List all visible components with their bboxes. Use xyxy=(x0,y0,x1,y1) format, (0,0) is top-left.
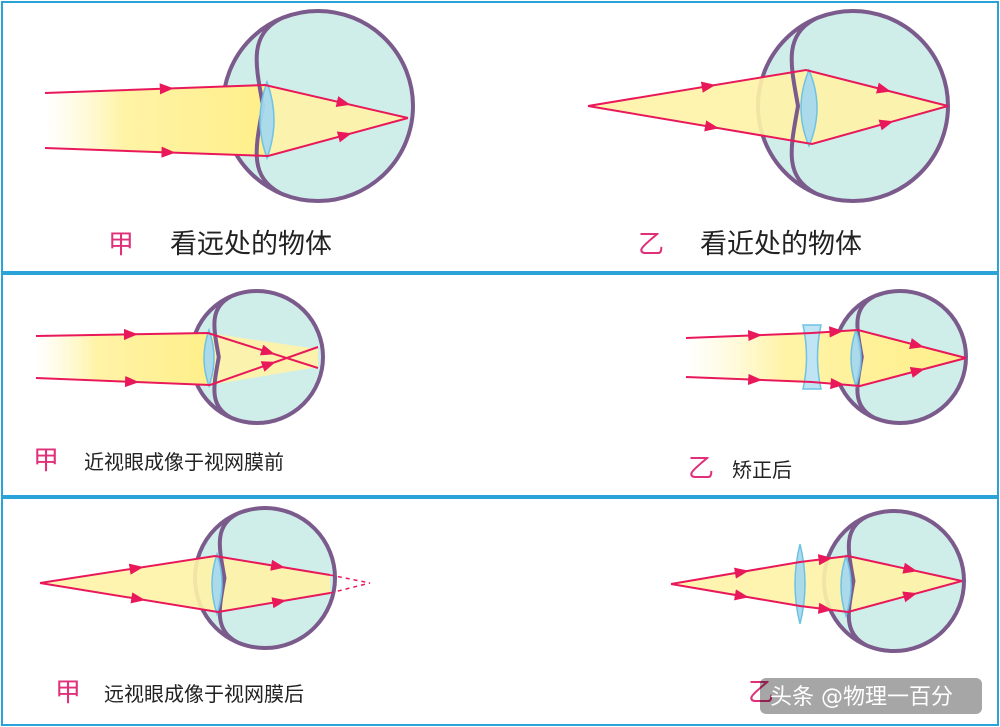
p2l-beam-outside xyxy=(36,333,210,385)
p1l-lens xyxy=(259,79,275,161)
p1l-ray-bottom xyxy=(44,117,409,158)
caption-mark-p1-right: 乙 xyxy=(638,230,664,260)
diagram-p3-right xyxy=(670,509,966,653)
p3l-lens xyxy=(211,551,223,617)
p2l-cornea xyxy=(212,294,232,420)
p2r-corrective-lens xyxy=(802,324,822,390)
caption-mark-p1-left: 甲 xyxy=(108,230,134,260)
p1r-beam xyxy=(588,70,948,144)
p1l-beam-inside xyxy=(265,85,408,156)
diagram-p1-right xyxy=(587,9,950,203)
p1r-ray-bottom xyxy=(587,105,949,146)
p2r-beam xyxy=(686,330,966,386)
p1l-beam-outside xyxy=(45,85,268,156)
p3l-ray-top xyxy=(39,554,331,584)
caption-text-p2-left: 近视眼成像于视网膜前 xyxy=(84,450,284,474)
caption-text-p1-right: 看近处的物体 xyxy=(700,229,862,260)
p3r-cornea xyxy=(846,515,868,647)
watermark: 头条 @物理一百分 xyxy=(760,678,982,714)
p3l-ray-bottom xyxy=(39,582,331,614)
caption-text-p3-left: 远视眼成像于视网膜后 xyxy=(104,682,304,706)
p2l-beam-inside xyxy=(208,333,318,385)
p3r-beam xyxy=(671,556,962,612)
diagram-p3-left xyxy=(39,506,371,650)
caption-text-p2-right: 矫正后 xyxy=(732,458,792,482)
diagram-p2-left xyxy=(35,289,325,425)
p2l-ray-bottom xyxy=(35,346,319,387)
p1l-ray-top xyxy=(44,83,409,119)
p2l-ray-top xyxy=(35,331,319,369)
p3l-beam xyxy=(40,556,330,612)
diagram-p1-left xyxy=(44,9,415,203)
caption-mark-p2-left: 甲 xyxy=(33,446,59,476)
p3r-lens xyxy=(840,553,852,619)
caption-mark-p2-right: 乙 xyxy=(688,454,714,484)
watermark-text: 头条 @物理一百分 xyxy=(770,685,953,710)
p1r-cornea xyxy=(789,17,816,195)
caption-mark-p3-right: 乙 xyxy=(748,678,774,708)
diagram-p2-right xyxy=(685,289,968,425)
p2r-cornea xyxy=(855,294,875,420)
p2l-lens xyxy=(203,327,215,389)
p3r-corrective-lens xyxy=(794,543,806,625)
p1r-lens xyxy=(800,68,818,148)
caption-text-p1-left: 看远处的物体 xyxy=(170,229,332,260)
p3l-cornea xyxy=(217,512,239,644)
caption-mark-p3-left: 甲 xyxy=(55,678,81,708)
p1r-ray-top xyxy=(587,68,949,107)
p3l-ray-bottom-virtual xyxy=(329,582,371,594)
p3l-ray-top-virtual xyxy=(329,574,371,584)
